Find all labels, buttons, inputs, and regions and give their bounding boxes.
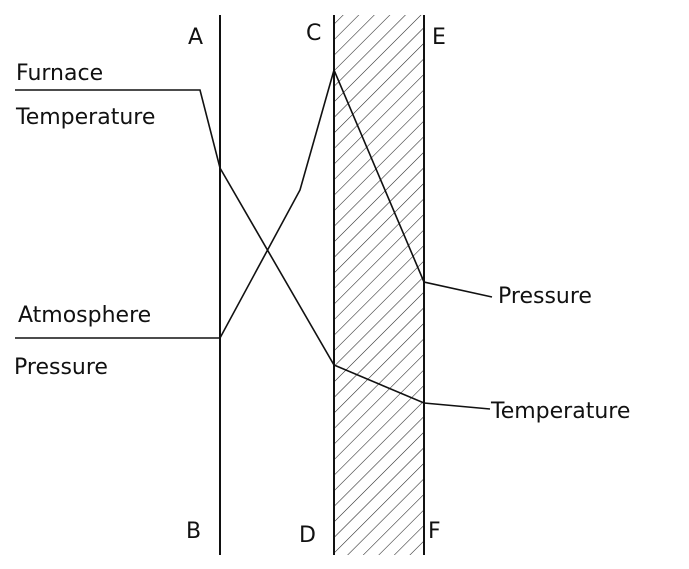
furnace-temperature-label: Temperature	[15, 105, 155, 130]
label-f: F	[428, 519, 441, 544]
label-b: B	[186, 519, 201, 544]
hatched-wall-region	[334, 15, 424, 555]
pressure-label-right: Pressure	[498, 284, 592, 309]
temperature-label-right: Temperature	[490, 399, 630, 424]
atmosphere-label: Atmosphere	[18, 303, 151, 328]
furnace-label: Furnace	[16, 61, 103, 86]
atmosphere-pressure-label: Pressure	[14, 355, 108, 380]
label-a: A	[188, 25, 203, 50]
pressure-profile-line	[15, 67, 493, 339]
label-c: C	[306, 21, 321, 46]
label-e: E	[432, 25, 446, 50]
label-d: D	[299, 523, 316, 548]
temperature-profile-line	[15, 89, 491, 410]
